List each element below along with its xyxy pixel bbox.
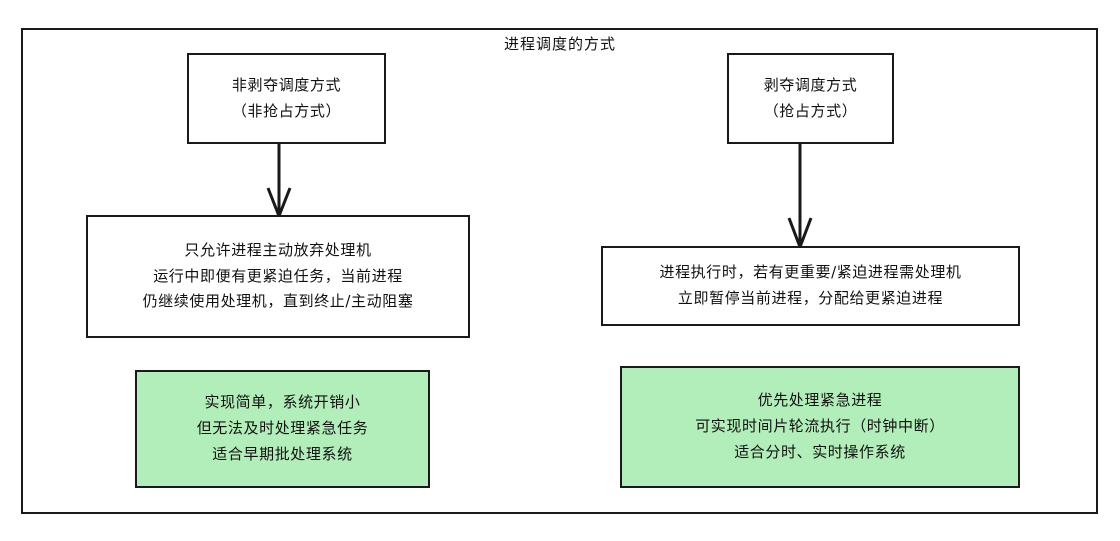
node-non-preemptive-summary[interactable]: 实现简单，系统开销小 但无法及时处理紧急任务 适合早期批处理系统 xyxy=(135,370,430,488)
node-preemptive-summary[interactable]: 优先处理紧急进程 可实现时间片轮流执行（时钟中断） 适合分时、实时操作系统 xyxy=(620,366,1020,488)
arrow-top-right-to-mid-right xyxy=(785,142,815,252)
node-text-line: （抢占方式） xyxy=(763,101,858,120)
node-text-line: 剥夺调度方式 xyxy=(763,75,858,94)
node-preemptive-description[interactable]: 进程执行时，若有更重要/紧迫进程需处理机 立即暂停当前进程，分配给更紧迫进程 xyxy=(601,246,1020,326)
node-text-line: 优先处理紧急进程 xyxy=(757,391,883,410)
node-preemptive-scheduling[interactable]: 剥夺调度方式 （抢占方式） xyxy=(727,53,894,144)
diagram-title: 进程调度的方式 xyxy=(503,35,616,53)
node-text-line: 实现简单，系统开销小 xyxy=(204,393,361,412)
arrow-top-left-to-mid-left xyxy=(264,142,294,221)
node-text-line: 只允许进程主动放弃处理机 xyxy=(184,240,372,259)
node-text-line: 立即暂停当前进程，分配给更紧迫进程 xyxy=(677,289,944,307)
node-text-line: （非抢占方式） xyxy=(231,101,342,120)
node-text-line: 适合分时、实时操作系统 xyxy=(734,442,906,461)
node-text-line: 但无法及时处理紧急任务 xyxy=(196,419,369,438)
node-text-line: 运行中即便有更紧迫任务，当前进程 xyxy=(153,266,403,285)
node-non-preemptive-scheduling[interactable]: 非剥夺调度方式 （非抢占方式） xyxy=(187,53,386,144)
node-text-line: 仍继续使用处理机，直到终止/主动阻塞 xyxy=(142,292,414,311)
node-text-line: 非剥夺调度方式 xyxy=(231,75,342,94)
node-text-line: 可实现时间片轮流执行（时钟中断） xyxy=(695,417,945,436)
node-text-line: 适合早期批处理系统 xyxy=(212,444,353,463)
node-non-preemptive-description[interactable]: 只允许进程主动放弃处理机 运行中即便有更紧迫任务，当前进程 仍继续使用处理机，直… xyxy=(86,215,470,338)
node-text-line: 进程执行时，若有更重要/紧迫进程需处理机 xyxy=(659,263,962,282)
